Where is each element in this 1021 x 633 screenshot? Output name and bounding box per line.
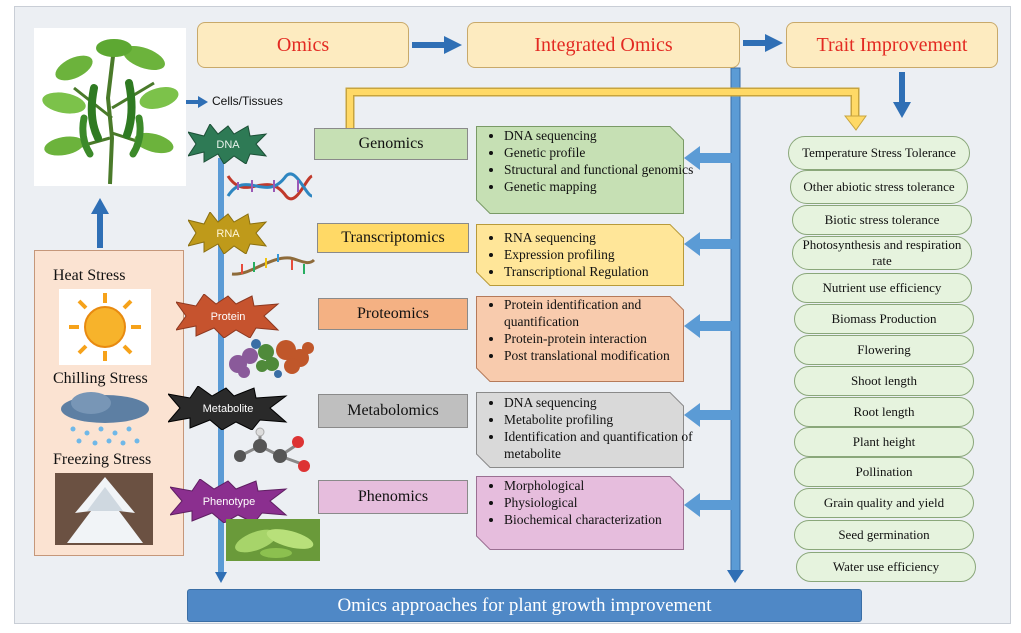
trait-item: Water use efficiency (796, 552, 976, 582)
phenotype-badge: Phenotype (170, 479, 288, 523)
metabolomics-detail-shape (476, 392, 684, 468)
proteomics-detail-shape (476, 296, 684, 382)
list-arrow-genomics (684, 146, 732, 170)
dna-badge: DNA (188, 124, 268, 164)
trait-item: Shoot length (794, 366, 974, 396)
rna-badge-label: RNA (216, 228, 240, 240)
yellow-connector (345, 87, 867, 131)
phenomics-detail-shape (476, 476, 684, 550)
rna-strand-icon (231, 254, 316, 276)
genomics-detail-item: DNA sequencing (504, 128, 704, 145)
phenomics-detail-list: Morphological Physiological Biochemical … (480, 478, 704, 529)
trait-item: Grain quality and yield (794, 488, 974, 518)
list-arrow-phenomics (684, 493, 732, 517)
cloud-rain-icon (55, 391, 153, 447)
trait-item: Nutrient use efficiency (792, 273, 972, 303)
phenomics-detail-item: Morphological (504, 478, 704, 495)
trait-item: Biotic stress tolerance (792, 205, 972, 235)
left-vertical-arrow (215, 158, 227, 583)
list-arrow-transcriptomics (684, 232, 732, 256)
genomics-detail-list: DNA sequencing Genetic profile Structura… (480, 128, 704, 196)
transcriptomics-detail-item: Transcriptional Regulation (504, 264, 704, 281)
integrated-omics-box: Integrated Omics (467, 22, 740, 68)
protein-badge: Protein (176, 294, 280, 338)
dna-badge-label: DNA (216, 139, 240, 151)
plant-icon (42, 39, 179, 185)
rna-badge: RNA (188, 212, 268, 254)
proteomics-box: Proteomics (318, 298, 468, 330)
transcriptomics-detail-item: Expression profiling (504, 247, 704, 264)
proteomics-detail-item: Protein-protein interaction (504, 331, 704, 348)
trait-item: Pollination (794, 457, 974, 487)
molecule-icon (234, 427, 310, 472)
snow-tree-icon (55, 473, 153, 545)
list-arrow-proteomics (684, 314, 732, 338)
trait-item: Plant height (794, 427, 974, 457)
phenomics-detail-item: Physiological (504, 495, 704, 512)
heat-stress-label: Heat Stress (53, 267, 126, 284)
phenomics-detail-item: Biochemical characterization (504, 512, 704, 529)
trait-item: Biomass Production (794, 304, 974, 334)
metabolite-badge: Metabolite (168, 386, 288, 430)
list-arrow-metabolomics (684, 403, 732, 427)
freezing-stress-label: Freezing Stress (53, 451, 152, 468)
flow-arrow-2 (743, 34, 783, 52)
trait-item: Temperature Stress Tolerance (788, 136, 970, 170)
dna-helix-icon (226, 172, 313, 201)
phenotype-badge-label: Phenotype (203, 496, 256, 508)
proteomics-detail-item: Protein identification and quantificatio… (504, 297, 704, 331)
transcriptomics-box: Transcriptomics (317, 223, 469, 253)
stress-panel: Heat Stress Chilling Stress Freezing Str… (34, 250, 184, 556)
cells-label: Cells/Tissues (212, 94, 283, 108)
transcriptomics-detail-list: RNA sequencing Expression profiling Tran… (480, 230, 704, 281)
metabolomics-detail-item: DNA sequencing (504, 395, 704, 412)
transcriptomics-detail-item: RNA sequencing (504, 230, 704, 247)
integrated-vertical-arrow (727, 67, 744, 583)
trait-item: Photosynthesis and respiration rate (792, 236, 972, 270)
stress-up-arrow (91, 198, 109, 248)
proteomics-detail-list: Protein identification and quantificatio… (480, 297, 704, 365)
proteomics-detail-item: Post translational modification (504, 348, 704, 365)
transcriptomics-detail-shape (476, 224, 684, 286)
trait-down-arrow (893, 72, 911, 118)
metabolomics-box: Metabolomics (318, 394, 468, 428)
genomics-detail-item: Genetic profile (504, 145, 704, 162)
protein-structure-icon (229, 339, 314, 378)
protein-badge-label: Protein (211, 311, 246, 323)
metabolomics-detail-item: Metabolite profiling (504, 412, 704, 429)
cells-arrow (186, 96, 208, 108)
metabolomics-detail-item: Identification and quantification of met… (504, 429, 704, 463)
metabolomics-detail-list: DNA sequencing Metabolite profiling Iden… (480, 395, 704, 463)
genomics-detail-item: Structural and functional genomics (504, 162, 704, 179)
trait-improvement-box: Trait Improvement (786, 22, 998, 68)
trait-item: Flowering (794, 335, 974, 365)
trait-item: Root length (794, 397, 974, 427)
trait-item: Other abiotic stress tolerance (790, 170, 968, 204)
chilling-stress-label: Chilling Stress (53, 370, 148, 387)
genomics-detail-item: Genetic mapping (504, 179, 704, 196)
flow-arrow-1 (412, 36, 462, 54)
omics-box: Omics (197, 22, 409, 68)
footer-banner: Omics approaches for plant growth improv… (187, 589, 862, 622)
sun-icon (59, 289, 151, 365)
trait-item: Seed germination (794, 520, 974, 550)
genomics-detail-shape (476, 126, 684, 214)
plant-image (34, 28, 186, 186)
phenomics-box: Phenomics (318, 480, 468, 514)
metabolite-badge-label: Metabolite (203, 403, 254, 415)
pea-pod-icon (226, 519, 320, 561)
genomics-box: Genomics (314, 128, 468, 160)
